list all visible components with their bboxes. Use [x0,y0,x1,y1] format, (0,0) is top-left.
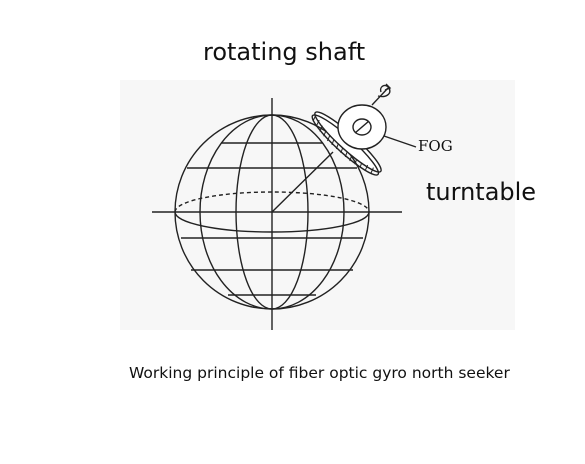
fog-label: FOG [418,137,453,155]
figure-background [120,80,515,330]
radius-line [271,151,334,213]
diagram-caption: Working principle of fiber optic gyro no… [129,364,510,382]
fog-leader-line [383,135,417,148]
rotating-shaft-label: rotating shaft [203,38,366,66]
turntable-label: turntable [426,178,537,206]
fog-gyro [337,83,417,150]
